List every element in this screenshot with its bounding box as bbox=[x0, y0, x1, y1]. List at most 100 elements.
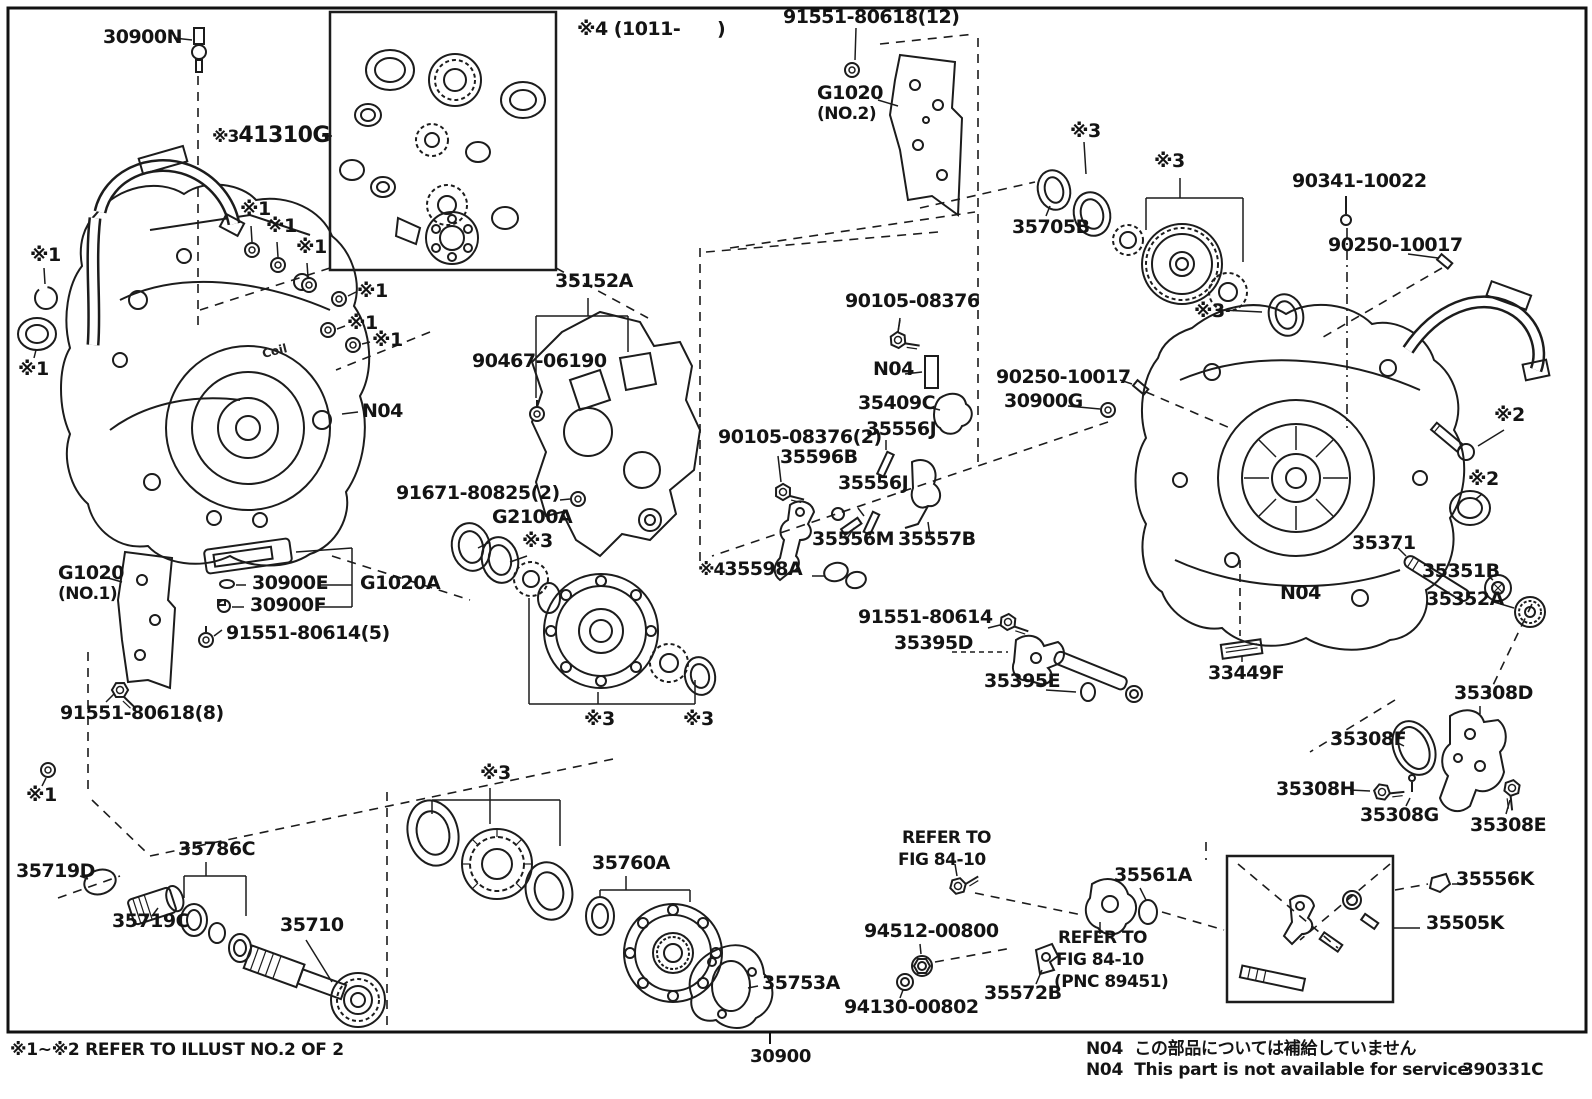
note-unavailable-jp: N04 この部品については補給していません bbox=[1086, 1039, 1417, 1059]
ref-symbol-3: ※3 bbox=[212, 127, 239, 147]
differential-art bbox=[450, 522, 717, 705]
callout-30900F: 30900F bbox=[250, 594, 327, 616]
left-edge-seals-art bbox=[17, 267, 58, 787]
note-refer-fig-1-line2: FIG 84-10 bbox=[898, 850, 986, 870]
ref-symbol-1: ※1 bbox=[26, 784, 57, 806]
note-refer-fig-2-line1: REFER TO bbox=[1058, 928, 1148, 948]
ref-symbol-1: ※1 bbox=[240, 198, 271, 220]
ref-symbol-2: ※2 bbox=[1494, 404, 1525, 426]
ref-symbol-3-seal-low: ※3 bbox=[1194, 300, 1225, 322]
right-transaxle-art bbox=[1134, 279, 1551, 651]
callout-35505K: 35505K bbox=[1426, 912, 1504, 934]
callout-90105-08376: 90105-08376 bbox=[845, 290, 980, 312]
callout-35557B: 35557B bbox=[898, 528, 976, 550]
counter-gear-art bbox=[1036, 141, 1454, 337]
ref-symbol-1: ※1 bbox=[372, 329, 403, 351]
callout-35308F: 35308F bbox=[1330, 728, 1407, 750]
plug-art bbox=[1067, 378, 1150, 418]
footnote-illust-ref: ※1~※2 REFER TO ILLUST NO.2 OF 2 bbox=[10, 1040, 344, 1060]
callout-94130-00802: 94130-00802 bbox=[844, 996, 979, 1018]
callout-35556M: 35556M bbox=[812, 528, 895, 550]
callout-G1020-no2: G1020 bbox=[817, 82, 883, 104]
right-shaft-art bbox=[1397, 421, 1546, 628]
ref-symbol-3-seal-top: ※3 bbox=[1070, 120, 1101, 142]
fasteners-art bbox=[896, 863, 1060, 999]
output-shaft-art bbox=[242, 939, 386, 1028]
callout-90250-10017-right: 90250-10017 bbox=[1328, 234, 1463, 256]
callout-35556K: 35556K bbox=[1456, 868, 1534, 890]
callout-41310G: ※341310G bbox=[212, 124, 330, 147]
kit-35505K-art bbox=[1225, 854, 1460, 1004]
callout-35308H: 35308H bbox=[1276, 778, 1356, 800]
callout-35719D: 35719D bbox=[16, 860, 95, 882]
magnet-art bbox=[1219, 560, 1264, 662]
ref-symbol-3-diff-right: ※3 bbox=[683, 708, 714, 730]
oil-pan-no1-art bbox=[105, 537, 353, 714]
ref-symbol-1: ※1 bbox=[296, 236, 327, 258]
ref-symbol-1: ※1 bbox=[30, 244, 61, 266]
ref-symbol-2: ※2 bbox=[1468, 468, 1499, 490]
part-number: 35598A bbox=[724, 558, 803, 580]
callout-35705B: 35705B bbox=[1012, 216, 1090, 238]
doc-code: 390331C bbox=[1462, 1060, 1544, 1080]
callout-91551-80614-5: 91551-80614(5) bbox=[226, 622, 390, 644]
callout-G2100A: G2100A bbox=[492, 506, 573, 528]
callout-94512-00800: 94512-00800 bbox=[864, 920, 999, 942]
callout-35556J-1: 35556J bbox=[866, 418, 937, 440]
callout-90105-08376-2: 90105-08376(2) bbox=[718, 426, 882, 448]
callout-35561A: 35561A bbox=[1114, 864, 1192, 886]
callout-30900E: 30900E bbox=[252, 572, 329, 594]
callout-35572B: 35572B bbox=[984, 982, 1062, 1004]
callout-35598A: ※435598A bbox=[698, 558, 803, 580]
callout-30900G: 30900G bbox=[1004, 390, 1083, 412]
ref-symbol-3-bearings: ※3 bbox=[480, 762, 511, 784]
ref-symbol-1: ※1 bbox=[18, 358, 49, 380]
breather-35561A-art bbox=[1084, 878, 1158, 936]
note-variant: ※4 (1011- ) bbox=[577, 18, 726, 40]
misc-leaders bbox=[322, 135, 1439, 415]
callout-G1020-no1: G1020 bbox=[58, 562, 124, 584]
callout-90467-06190: 90467-06190 bbox=[472, 350, 607, 372]
bolt-30900N-art bbox=[173, 27, 207, 73]
callout-91551-80618-8: 91551-80618(8) bbox=[60, 702, 224, 724]
drawing-frame bbox=[6, 6, 1588, 1044]
note-refer-fig-1-line1: REFER TO bbox=[902, 828, 992, 848]
callout-35710: 35710 bbox=[280, 914, 344, 936]
part-number: 41310G bbox=[238, 123, 330, 148]
valve-plate-35152A-art bbox=[529, 298, 702, 558]
callout-30900N: 30900N bbox=[103, 26, 183, 48]
callout-G1020-no2-suffix: (NO.2) bbox=[817, 104, 877, 124]
case-bolts-art bbox=[244, 225, 371, 353]
hub-art bbox=[599, 876, 774, 1029]
ref-symbol-1: ※1 bbox=[347, 312, 378, 334]
callout-35786C: 35786C bbox=[178, 838, 256, 860]
callout-35753A: 35753A bbox=[762, 972, 840, 994]
ref-symbol-4: ※4 bbox=[698, 560, 725, 580]
callout-35308D: 35308D bbox=[1454, 682, 1533, 704]
note-refer-fig-2-line2: FIG 84-10 bbox=[1056, 950, 1144, 970]
callout-35308E: 35308E bbox=[1470, 814, 1547, 836]
callout-N04-left-case: N04 bbox=[362, 400, 403, 422]
callout-35152A: 35152A bbox=[555, 270, 633, 292]
ref-symbol-3-gears: ※3 bbox=[1154, 150, 1185, 172]
callout-35395D: 35395D bbox=[894, 632, 973, 654]
left-transaxle-art bbox=[60, 144, 371, 567]
note-refer-fig-2-pnc: (PNC 89451) bbox=[1054, 972, 1169, 992]
callout-91551-80614: 91551-80614 bbox=[858, 606, 993, 628]
callout-35308G: 35308G bbox=[1360, 804, 1439, 826]
callout-G1020A: G1020A bbox=[360, 572, 441, 594]
callout-35351B: 35351B bbox=[1422, 560, 1500, 582]
callout-35371: 35371 bbox=[1352, 532, 1416, 554]
note-unavailable-en: N04 This part is not available for servi… bbox=[1086, 1060, 1469, 1080]
figure-number: 30900 bbox=[750, 1046, 812, 1067]
callout-35409C: 35409C bbox=[858, 392, 936, 414]
construction-lines bbox=[57, 33, 1533, 1028]
shift-shaft-art bbox=[952, 610, 1143, 703]
callout-G1020-no1-suffix: (NO.1) bbox=[58, 584, 118, 604]
callout-33449F: 33449F bbox=[1208, 662, 1285, 684]
diff-bearing-set-art bbox=[406, 788, 615, 936]
callout-35556J-2: 35556J bbox=[838, 472, 909, 494]
callout-35395E: 35395E bbox=[984, 670, 1061, 692]
